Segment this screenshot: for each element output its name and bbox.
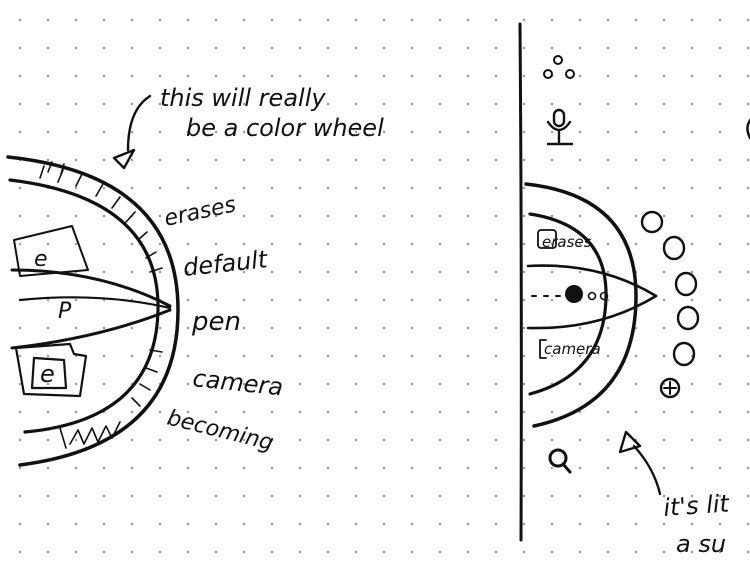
inner-label-p: P bbox=[58, 299, 72, 324]
inner-label-e-top: e bbox=[34, 247, 48, 272]
label-pen: pen bbox=[191, 307, 241, 337]
right-inner-label-erases: erases bbox=[542, 233, 592, 251]
color-swatches bbox=[640, 210, 700, 367]
swatch-2 bbox=[662, 235, 686, 261]
group-icon bbox=[543, 55, 575, 79]
pen-dot bbox=[565, 285, 583, 303]
left-sketch: e P e this will really be a color wheel … bbox=[6, 84, 384, 467]
arc-hatching-top bbox=[39, 165, 163, 273]
segment-line-lower bbox=[10, 308, 172, 350]
outer-ticks bbox=[47, 161, 65, 175]
annotation-line-1: this will really bbox=[160, 84, 326, 112]
label-camera: camera bbox=[191, 364, 284, 401]
annotation-line-2: be a color wheel bbox=[186, 114, 384, 142]
segment-line-upper bbox=[10, 268, 172, 308]
right-segment-lower bbox=[526, 294, 658, 330]
swatch-5 bbox=[672, 341, 696, 367]
segment-line-mid bbox=[18, 296, 172, 310]
add-color-icon bbox=[659, 377, 681, 399]
arc-hatching-bottom bbox=[59, 349, 163, 449]
swatch-4 bbox=[676, 305, 700, 331]
right-middle-arc bbox=[528, 212, 608, 396]
microphone-icon bbox=[546, 108, 574, 146]
erase-box bbox=[13, 225, 89, 277]
annotation-arrowhead bbox=[112, 148, 136, 170]
camera-bracket bbox=[539, 339, 547, 359]
inner-label-e-bottom: e bbox=[40, 360, 55, 388]
small-dot-1 bbox=[587, 291, 597, 301]
edge-circle-fragment bbox=[746, 118, 750, 140]
right-annotation-line-1: it's lit bbox=[662, 489, 731, 522]
swatch-3 bbox=[674, 271, 698, 297]
divider-line bbox=[518, 22, 523, 542]
right-segment-upper bbox=[526, 264, 658, 298]
search-icon bbox=[548, 448, 572, 474]
right-annotation-arrowhead bbox=[618, 430, 642, 454]
right-inner-label-camera: camera bbox=[544, 340, 601, 358]
middle-arc bbox=[8, 178, 160, 434]
small-dot-2 bbox=[599, 291, 609, 301]
right-sketch: erases camera it's lit a su bbox=[524, 55, 750, 558]
right-annotation-line-2: a su bbox=[676, 530, 726, 558]
camera-box bbox=[14, 342, 88, 398]
label-default: default bbox=[182, 245, 270, 282]
annotation-arrow bbox=[126, 94, 152, 152]
label-erases: erases bbox=[162, 192, 238, 232]
right-annotation-arrow bbox=[632, 444, 662, 496]
label-becoming: becoming bbox=[165, 406, 276, 457]
outer-arc bbox=[6, 155, 180, 467]
swatch-1 bbox=[640, 210, 664, 234]
right-outer-arc bbox=[524, 182, 638, 428]
erases-box bbox=[537, 229, 557, 249]
